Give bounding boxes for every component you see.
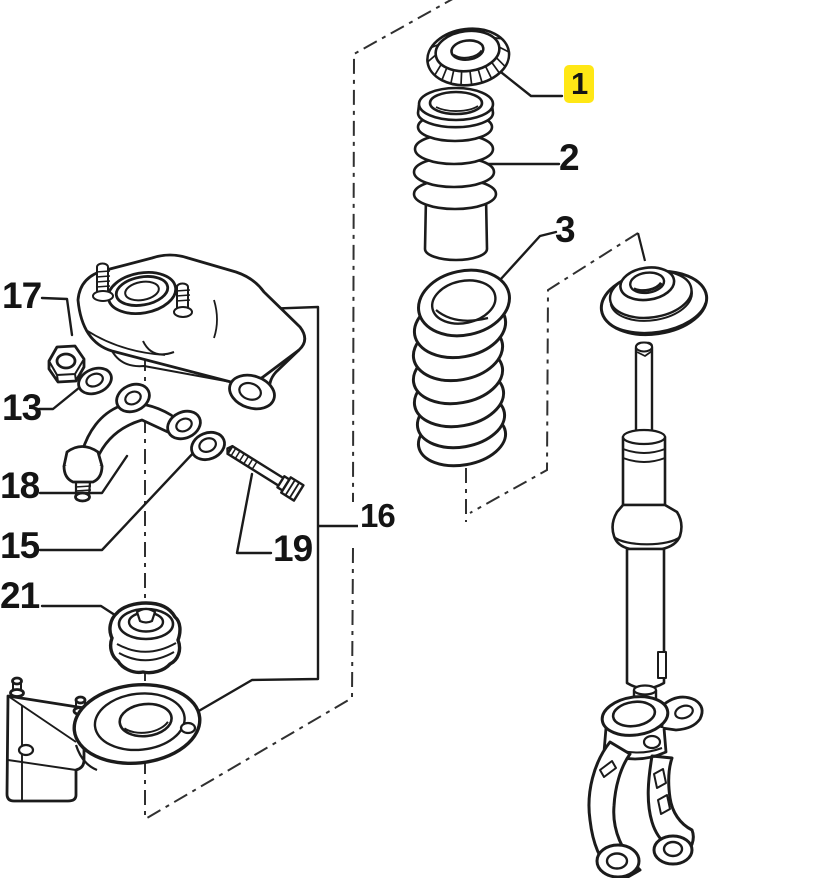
spring-seat-upper-drawing	[426, 27, 511, 87]
callout-19[interactable]: 19	[273, 528, 313, 569]
callout-17[interactable]: 17	[2, 275, 42, 316]
callout-21[interactable]: 21	[0, 575, 40, 616]
leader-line-21	[40, 604, 123, 621]
spring-seat-lower-drawing	[599, 266, 709, 337]
callout-13[interactable]: 13	[2, 387, 42, 428]
callout-3[interactable]: 3	[555, 209, 576, 250]
shock-absorber-drawing	[599, 266, 709, 706]
leader-line-19	[235, 472, 273, 555]
leader-line-1	[495, 67, 564, 98]
dust-boot-drawing	[412, 86, 498, 262]
ball-joint	[62, 445, 104, 503]
callout-1-highlighted[interactable]: 1	[564, 65, 595, 103]
bushing-21-drawing	[108, 601, 182, 675]
strut-body	[611, 428, 683, 706]
leader-line-13	[37, 381, 87, 411]
mount-stud-left	[92, 262, 114, 302]
callout-2[interactable]: 2	[559, 137, 580, 178]
group-16-bracket-line	[196, 305, 358, 714]
washer-15-drawing	[190, 430, 226, 462]
hex-nut-17-drawing	[47, 344, 86, 384]
upper-control-arm-drawing	[62, 382, 202, 503]
strut-rod	[634, 341, 654, 435]
steering-knuckle-drawing	[587, 695, 704, 878]
coil-spring-drawing	[411, 268, 511, 468]
mount-bracket-drawing	[5, 676, 202, 803]
leader-line-18	[38, 454, 129, 495]
assembly-boundary-dashed-line-left	[146, 0, 453, 819]
strut-top-mount-drawing	[76, 253, 307, 411]
bolt-19-drawing	[226, 444, 305, 502]
assembly-boundary-dashed-line-right	[465, 232, 639, 522]
callout-15[interactable]: 15	[0, 525, 40, 566]
pointer-line-strut-seat	[636, 232, 647, 262]
leader-line-17	[40, 296, 74, 337]
callout-16[interactable]: 16	[360, 497, 396, 534]
mount-stud-right	[173, 282, 193, 318]
leader-line-3	[498, 230, 558, 282]
callout-18[interactable]: 18	[0, 465, 40, 506]
washer-13-drawing	[77, 366, 113, 396]
leader-line-15	[38, 448, 198, 552]
